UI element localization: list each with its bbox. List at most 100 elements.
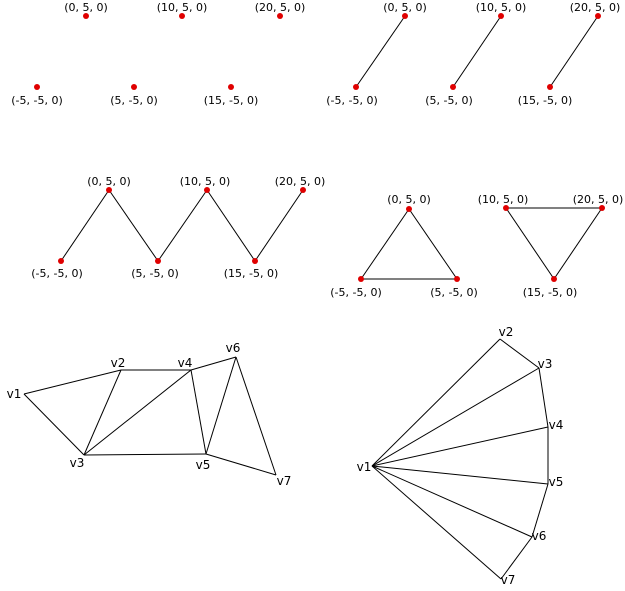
vertex-label: v3 [538,357,553,371]
edge-line [371,465,549,485]
edge-line [83,453,207,456]
vertex-label: (5, -5, 0) [131,267,179,280]
edge-line [157,189,208,262]
vertex-label: (0, 5, 0) [64,1,108,14]
vertex-point [595,13,601,19]
edge-line [531,483,549,538]
panel-triangle-fan: v1 v2 v3 v4 v5 v6 v7 [357,325,564,587]
vertex-label: v4 [549,418,564,432]
edge-line [23,369,122,395]
vertex-label: (15, -5, 0) [224,267,279,280]
vertex-point [503,205,509,211]
vertex-label: (0, 5, 0) [387,193,431,206]
edge-line [205,453,277,476]
vertex-label: v5 [196,458,211,472]
vertex-point [454,276,460,282]
vertex-label: v7 [277,474,292,488]
panel-triangle-strip: v1 v2 v3 v4 v5 v6 v7 [7,341,292,488]
panel-points: (0, 5, 0) (10, 5, 0) (20, 5, 0) (-5, -5, 0)… [11,1,305,107]
edge-line [60,189,110,262]
vertex-label: (0, 5, 0) [87,175,131,188]
edge-line [452,15,502,88]
vertex-point [402,13,408,19]
edge-line [499,338,540,369]
vertex-label: (10, 5, 0) [180,175,231,188]
vertex-point [58,258,64,264]
vertex-label: (5, -5, 0) [430,286,478,299]
edge-line [108,189,159,262]
vertex-label: (-5, -5, 0) [31,267,83,280]
edge-line [538,367,549,428]
vertex-point [599,205,605,211]
edge-line [549,15,599,88]
edge-line [254,189,304,262]
edge-line [500,536,533,580]
vertex-point [498,13,504,19]
panel-line-strip: (0, 5, 0) (10, 5, 0) (20, 5, 0) (-5, -5, 0)… [31,175,325,280]
panel-lines: (0, 5, 0) (10, 5, 0) (20, 5, 0) (-5, -5, 0)… [326,1,620,107]
vertex-label: (15, -5, 0) [204,94,259,107]
vertex-point [551,276,557,282]
vertex-point [106,187,112,193]
vertex-point [358,276,364,282]
edge-line [371,338,501,467]
edge-line [553,207,603,280]
vertex-point [83,13,89,19]
vertex-label: v7 [501,573,516,587]
vertex-label: v1 [7,387,22,401]
vertex-label: (20, 5, 0) [275,175,326,188]
edge-line [505,207,555,280]
vertex-label: v2 [499,325,514,339]
vertex-label: (10, 5, 0) [478,193,529,206]
vertex-label: (5, -5, 0) [425,94,473,107]
vertex-label: (0, 5, 0) [383,1,427,14]
edge-line [371,367,540,467]
edge-line [83,369,192,456]
vertex-label: (10, 5, 0) [157,1,208,14]
edge-line [371,465,502,580]
vertex-point [277,13,283,19]
edge-line [371,465,533,538]
edge-line [83,369,122,456]
vertex-point [300,187,306,193]
vertex-label: v3 [70,456,85,470]
panel-triangles: (0, 5, 0) (-5, -5, 0) (5, -5, 0) (10, 5, 0)… [330,193,623,299]
edge-line [206,189,256,262]
edge-line [205,356,237,455]
vertex-label: v4 [178,356,193,370]
vertex-label: (20, 5, 0) [570,1,621,14]
vertex-point [155,258,161,264]
vertex-label: v2 [111,356,126,370]
vertex-point [252,258,258,264]
vertex-label: (5, -5, 0) [110,94,158,107]
vertex-label: (15, -5, 0) [518,94,573,107]
vertex-label: (-5, -5, 0) [330,286,382,299]
vertex-point [406,206,412,212]
vertex-label: v6 [532,529,547,543]
edge-line [23,393,85,456]
vertex-label: v1 [357,460,372,474]
vertex-label: (15, -5, 0) [523,286,578,299]
vertex-label: (10, 5, 0) [476,1,527,14]
vertex-point [131,84,137,90]
vertex-label: (20, 5, 0) [573,193,624,206]
edge-line [190,369,207,455]
vertex-point [179,13,185,19]
edge-line [355,15,406,88]
vertex-label: (20, 5, 0) [255,1,306,14]
vertex-label: (-5, -5, 0) [326,94,378,107]
edge-line [235,356,277,476]
vertex-label: (-5, -5, 0) [11,94,63,107]
edge-line [190,356,237,371]
vertex-point [204,187,210,193]
vertex-point [547,84,553,90]
edge-line [371,426,549,467]
vertex-label: v6 [226,341,241,355]
vertex-label: v5 [549,475,564,489]
vertex-point [450,84,456,90]
vertex-point [353,84,359,90]
edge-line [360,208,410,280]
vertex-point [34,84,40,90]
vertex-point [228,84,234,90]
